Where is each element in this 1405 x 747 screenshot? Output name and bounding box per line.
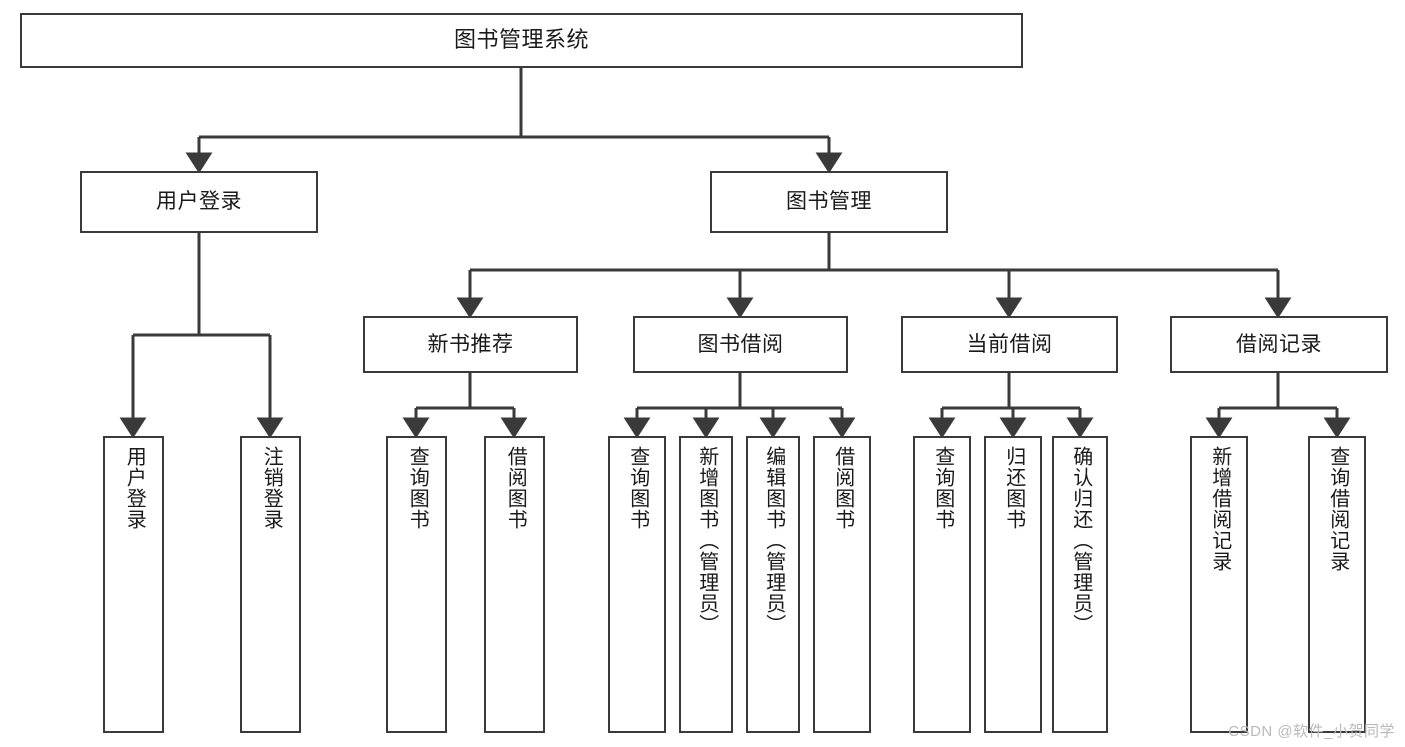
node-leaf-12[interactable]: 查询借阅记录: [1308, 436, 1366, 733]
node-label: 图书借阅: [697, 332, 784, 356]
node-label: 借阅记录: [1236, 332, 1322, 356]
node-label: 注销登录: [260, 446, 283, 530]
node-label: 确认归还（管理员）: [1069, 446, 1092, 635]
node-leaf-2[interactable]: 查询图书: [386, 436, 447, 733]
node-label: 用户登录: [156, 190, 242, 214]
node-label: 编辑图书（管理员）: [762, 446, 785, 635]
node-leaf-8[interactable]: 查询图书: [913, 436, 971, 733]
node-label: 归还图书: [1002, 446, 1025, 530]
node-leaf-7[interactable]: 借阅图书: [813, 436, 871, 733]
node-label: 查询图书: [626, 446, 649, 530]
node-leaf-1[interactable]: 注销登录: [240, 436, 301, 733]
node-label: 借阅图书: [504, 446, 527, 530]
node-level3-0[interactable]: 新书推荐: [363, 316, 578, 373]
node-label: 用户登录: [123, 446, 146, 530]
node-leaf-0[interactable]: 用户登录: [103, 436, 164, 733]
node-label: 新增借阅记录: [1208, 446, 1231, 572]
node-label: 新书推荐: [427, 332, 514, 356]
node-root-system[interactable]: 图书管理系统: [20, 13, 1023, 68]
node-leaf-6[interactable]: 编辑图书（管理员）: [746, 436, 800, 733]
node-label: 查询图书: [931, 446, 954, 530]
node-level3-3[interactable]: 借阅记录: [1170, 316, 1388, 373]
node-level2-0[interactable]: 用户登录: [80, 171, 318, 233]
node-label: 查询借阅记录: [1326, 446, 1349, 572]
node-leaf-4[interactable]: 查询图书: [608, 436, 666, 733]
node-leaf-5[interactable]: 新增图书（管理员）: [679, 436, 733, 733]
node-leaf-11[interactable]: 新增借阅记录: [1190, 436, 1248, 733]
node-label: 新增图书（管理员）: [695, 446, 718, 635]
watermark-label: CSDN @软件_小贺同学: [1228, 723, 1395, 740]
node-label: 查询图书: [406, 446, 429, 530]
node-level3-1[interactable]: 图书借阅: [633, 316, 848, 373]
node-leaf-9[interactable]: 归还图书: [984, 436, 1042, 733]
node-level2-1[interactable]: 图书管理: [710, 171, 948, 233]
node-level3-2[interactable]: 当前借阅: [901, 316, 1118, 373]
node-label: 图书管理系统: [453, 27, 589, 53]
node-leaf-10[interactable]: 确认归还（管理员）: [1052, 436, 1108, 733]
node-label: 图书管理: [786, 190, 872, 214]
node-label: 当前借阅: [966, 332, 1053, 356]
node-label: 借阅图书: [831, 446, 854, 530]
node-leaf-3[interactable]: 借阅图书: [484, 436, 545, 733]
